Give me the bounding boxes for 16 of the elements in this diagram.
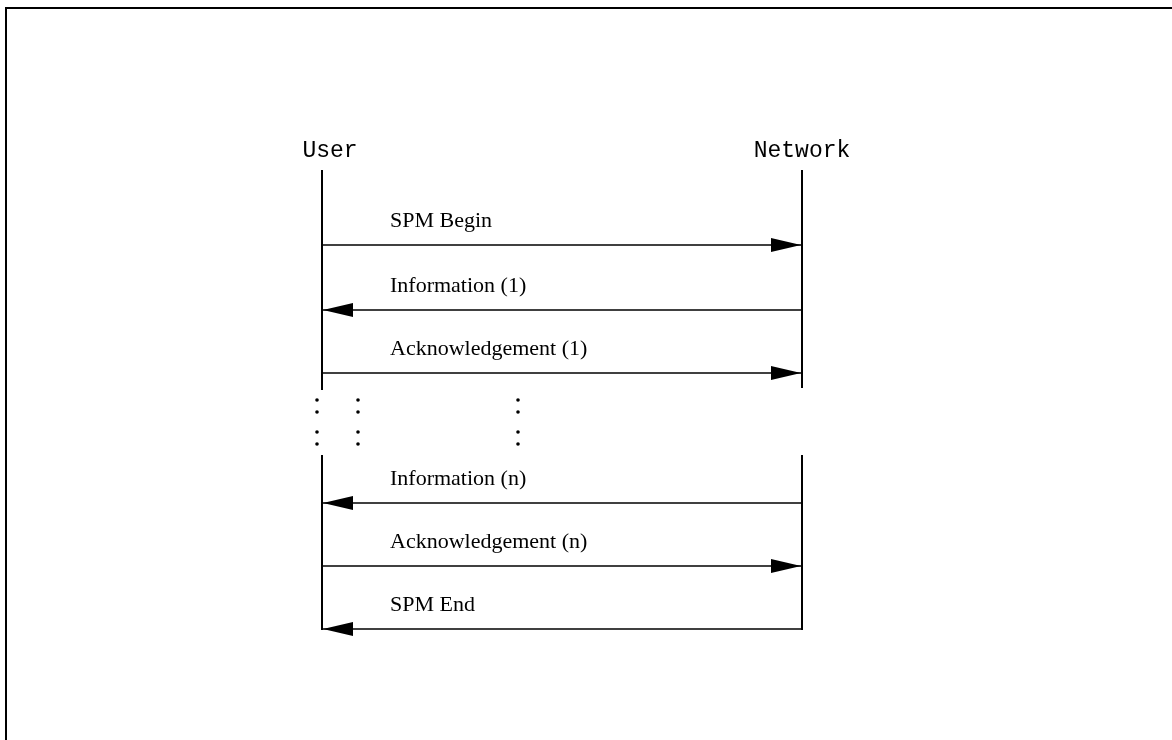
lifeline — [321, 170, 323, 390]
lifeline — [801, 455, 803, 630]
message-arrow — [322, 366, 802, 380]
participant-label: Network — [753, 140, 851, 163]
lifeline — [321, 455, 323, 630]
message-arrow — [322, 622, 802, 636]
participant-label: User — [302, 140, 358, 163]
edge-label: Information (n) — [390, 467, 527, 489]
message-arrow — [322, 559, 802, 573]
edge-label: Acknowledgement (1) — [390, 337, 588, 359]
message-arrow — [322, 303, 802, 317]
lifeline — [801, 170, 803, 388]
message-arrow — [322, 238, 802, 252]
edge-label: Information (1) — [390, 274, 527, 296]
message-arrow — [322, 496, 802, 510]
edge-label: Acknowledgement (n) — [390, 530, 588, 552]
